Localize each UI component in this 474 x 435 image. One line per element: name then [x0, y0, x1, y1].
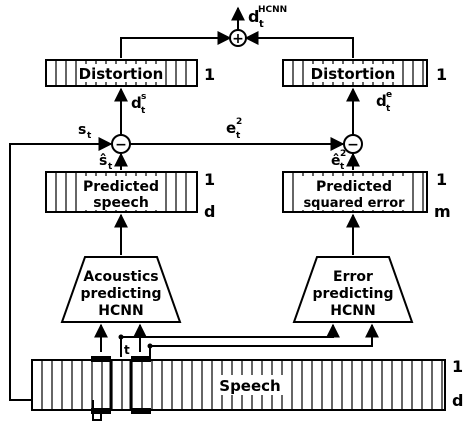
left-minus-symbol: −: [115, 137, 127, 153]
svg-text:ê: ê: [331, 153, 341, 169]
predicted-error-line1: Predicted: [316, 179, 392, 195]
predicted-error-dim-bottom: m: [434, 202, 451, 221]
speech-dim-top: 1: [452, 357, 463, 376]
svg-text:t: t: [87, 131, 92, 141]
speech-dim-bottom: d: [452, 391, 463, 410]
acoustics-hcnn-line1: Acoustics: [83, 269, 158, 285]
svg-text:ŝ: ŝ: [99, 153, 107, 169]
left-distortion-dim: 1: [204, 65, 215, 84]
right-distortion-box: Distortion: [282, 59, 428, 87]
junction-dot-2: [147, 343, 153, 349]
svg-text:d: d: [376, 92, 387, 110]
junction-dot-1: [118, 334, 124, 340]
window-marker-bottom-1: [91, 408, 111, 414]
svg-text:s: s: [78, 122, 86, 138]
acoustics-hcnn-line3: HCNN: [98, 303, 143, 319]
predicted-speech-line1: Predicted: [83, 179, 159, 195]
svg-text:d: d: [248, 7, 259, 26]
error-input-line-2: [149, 323, 379, 357]
left-distortion-label: Distortion: [79, 65, 164, 83]
svg-text:t: t: [340, 162, 345, 172]
sum-node: +: [229, 29, 247, 47]
error-hcnn-block: Error predicting HCNN: [292, 256, 414, 323]
svg-text:t: t: [386, 104, 391, 114]
acoustics-hcnn-block: Acoustics predicting HCNN: [60, 256, 182, 323]
right-distortion-label: Distortion: [311, 65, 396, 83]
svg-text:2: 2: [236, 117, 242, 127]
svg-text:t: t: [236, 131, 241, 141]
sum-symbol: +: [232, 31, 244, 47]
error-prediction-label: ê 2 t: [331, 149, 346, 172]
predicted-error-line2: squared error: [303, 196, 405, 211]
speech-prediction-label: ŝ t: [99, 153, 113, 172]
predicted-error-box: Predicted squared error: [282, 171, 428, 213]
svg-text:t: t: [141, 106, 146, 116]
error-input-line-1: [120, 323, 340, 357]
svg-text:t: t: [108, 162, 113, 172]
svg-text:2: 2: [340, 149, 346, 159]
predicted-error-dim-top: 1: [436, 170, 447, 189]
right-distortion-dim: 1: [436, 65, 447, 84]
svg-text:HCNN: HCNN: [258, 5, 287, 15]
time-index-label: t: [124, 343, 130, 357]
left-distortion-signal: d s t: [131, 92, 146, 116]
left-distortion-box: Distortion: [45, 59, 198, 87]
speech-tap-line: [92, 400, 102, 421]
predicted-speech-dim-bottom: d: [204, 202, 215, 221]
svg-text:e: e: [386, 90, 392, 100]
right-to-sum-line: [244, 31, 354, 58]
predicted-speech-box: Predicted speech: [45, 171, 198, 213]
left-to-sum-line: [120, 31, 232, 58]
acoustics-hcnn-line2: predicting: [80, 286, 161, 302]
svg-text:d: d: [131, 94, 142, 112]
error-hcnn-line1: Error: [333, 269, 373, 285]
speech-label: Speech: [219, 377, 280, 395]
error-hcnn-line3: HCNN: [330, 303, 375, 319]
right-minus-symbol: −: [347, 137, 359, 153]
hcnn-output-label: d HCNN t: [248, 5, 287, 30]
right-distortion-signal: d e t: [376, 90, 392, 114]
error-hcnn-line2: predicting: [312, 286, 393, 302]
svg-text:s: s: [141, 92, 146, 102]
speech-target-label: s t: [78, 122, 92, 141]
error-target-label: e 2 t: [226, 117, 242, 141]
window-marker-bottom-2: [131, 408, 151, 414]
window-marker-top-1: [91, 356, 111, 362]
predicted-speech-dim-top: 1: [204, 170, 215, 189]
svg-text:e: e: [226, 119, 236, 137]
window-marker-top-2: [131, 356, 151, 362]
predicted-speech-line2: speech: [93, 195, 149, 211]
svg-text:t: t: [259, 19, 264, 30]
